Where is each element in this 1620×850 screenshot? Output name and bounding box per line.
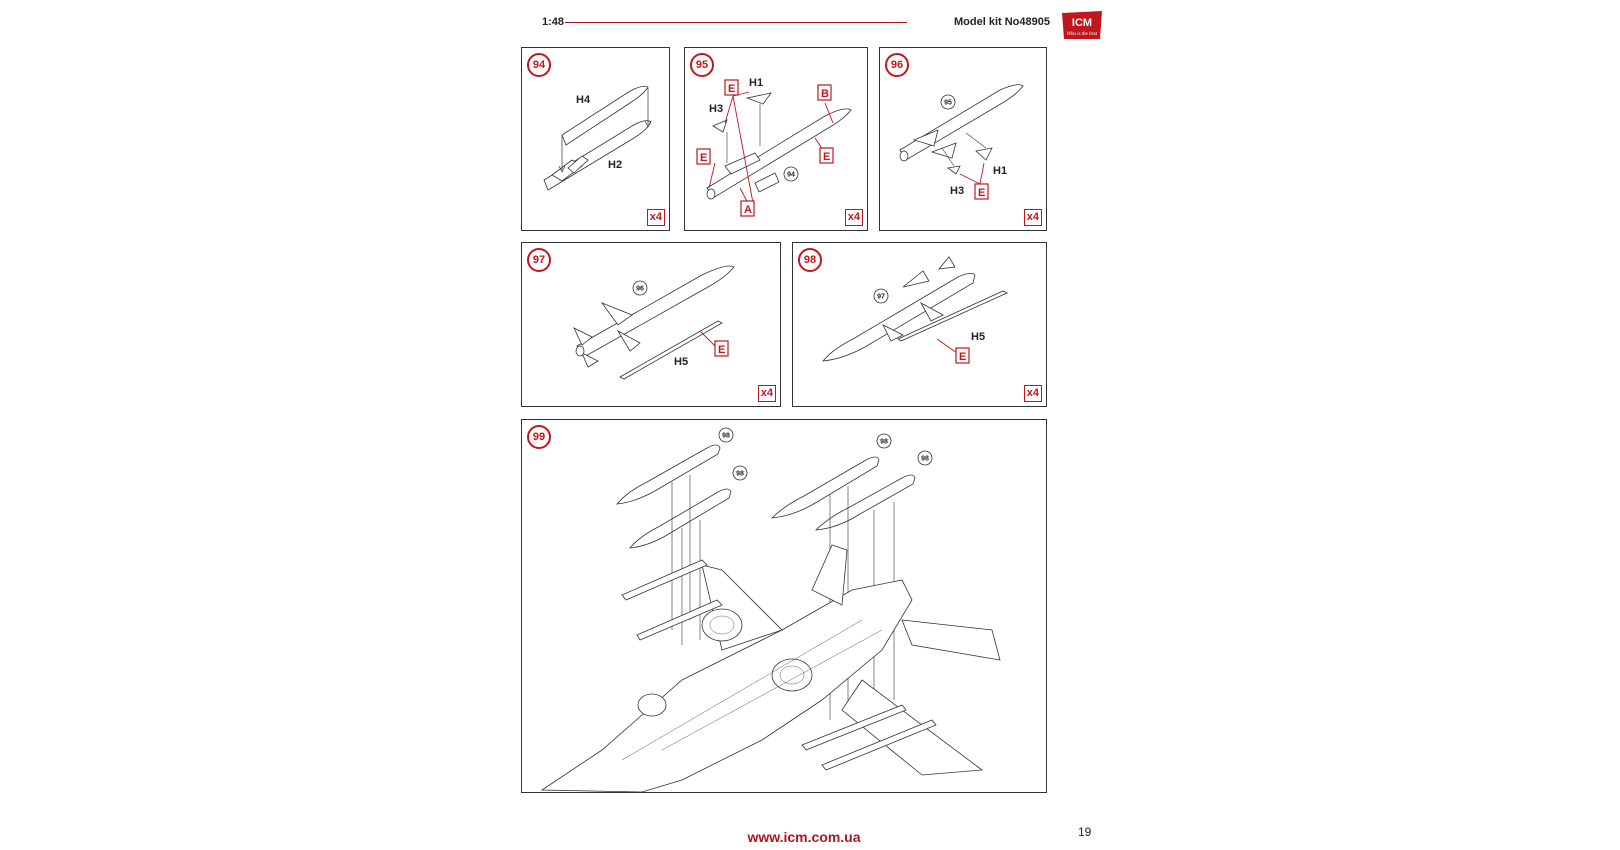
part-tag-B: B (821, 88, 829, 100)
ref-step-97: 97 (877, 294, 885, 301)
step-99-drawing: 98 98 98 98 (540, 427, 1001, 793)
page-number: 19 (1078, 825, 1092, 839)
kit-number: Model kit No48905 (954, 16, 1050, 28)
step-98-panel: 98 E H5 97 x4 (792, 242, 1047, 407)
ref-step-94: 94 (787, 172, 795, 179)
header-rule (565, 22, 907, 23)
part-label-H5: H5 (971, 331, 985, 343)
step-99-panel: 99 98 98 98 98 (521, 419, 1047, 793)
part-label-H2: H2 (608, 159, 622, 171)
step-98-drawing: E H5 97 (822, 256, 1008, 364)
icm-logo: ICM Who is the best (1062, 11, 1102, 39)
ref-step-96: 96 (636, 286, 644, 293)
step-97-drawing: E H5 96 (573, 265, 735, 380)
part-label-H3: H3 (950, 185, 964, 197)
step-97-panel: 97 E H5 96 x4 (521, 242, 781, 407)
part-tag-E: E (700, 152, 707, 164)
part-tag-A: A (744, 204, 752, 216)
part-label-H5: H5 (674, 356, 688, 368)
quantity-badge: x4 (757, 385, 776, 402)
step-number: 95 (690, 53, 714, 77)
quantity-badge: x4 (844, 209, 863, 226)
ref-step-98: 98 (736, 471, 744, 478)
part-tag-E: E (978, 187, 985, 199)
step-94-drawing: H4 H2 (543, 85, 652, 191)
part-tag-E: E (959, 351, 966, 363)
ref-step-95: 95 (944, 100, 952, 107)
ref-step-98: 98 (921, 456, 929, 463)
part-label-H4: H4 (576, 94, 591, 106)
ref-step-98: 98 (722, 433, 730, 440)
step-number: 96 (885, 53, 909, 77)
part-label-H1: H1 (749, 77, 763, 89)
svg-text:Who is the best: Who is the best (1067, 32, 1098, 37)
quantity-badge: x4 (1023, 385, 1042, 402)
step-number: 99 (527, 425, 551, 449)
step-96-drawing: E H1 H3 95 (899, 84, 1024, 200)
step-95-drawing: E B E E A H1 H3 94 (696, 77, 852, 217)
step-96-panel: 96 E H1 H3 95 x4 (879, 47, 1047, 231)
part-tag-E: E (728, 83, 735, 95)
part-tag-E: E (823, 151, 830, 163)
svg-text:ICM: ICM (1072, 17, 1092, 29)
scale-label: 1:48 (542, 16, 565, 28)
part-tag-E: E (718, 344, 725, 356)
ref-step-98: 98 (880, 439, 888, 446)
quantity-badge: x4 (1023, 209, 1042, 226)
part-label-H1: H1 (993, 165, 1007, 177)
step-number: 97 (527, 248, 551, 272)
quantity-badge: x4 (646, 209, 665, 226)
step-94-panel: 94 H4 H2 x4 (521, 47, 670, 231)
step-95-panel: 95 E B E E A H1 H (684, 47, 868, 231)
part-label-H3: H3 (709, 103, 723, 115)
website-url: www.icm.com.ua (747, 829, 861, 845)
step-number: 98 (798, 248, 822, 272)
step-number: 94 (527, 53, 551, 77)
